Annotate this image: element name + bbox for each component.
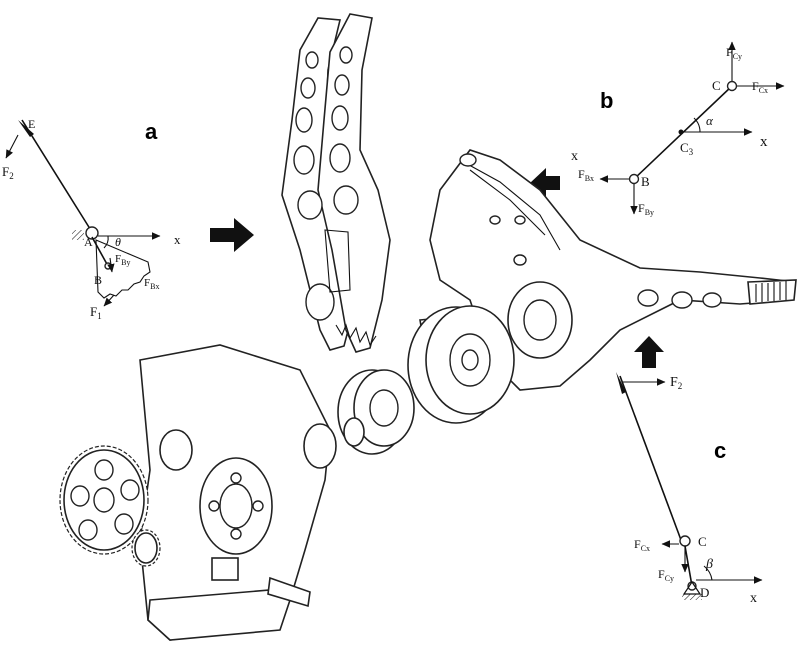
x-axis-label: x: [174, 232, 181, 247]
point-b-pin-b: [628, 173, 640, 185]
panel-c: c F2 C FCx FCy D x β: [616, 372, 763, 606]
x-axis-label-b: x: [760, 134, 768, 150]
finger-holes: [293, 46, 359, 321]
pedal-tip: [747, 279, 797, 305]
panel-a: a E F2 A x θ B FBy FBx F1: [2, 117, 181, 321]
force-f2-label: F2: [2, 164, 14, 181]
panel-a-letter: a: [145, 119, 158, 144]
force-fby-arrow: [107, 257, 115, 273]
link-c-d: [684, 545, 693, 587]
pedal-housing: [429, 149, 797, 391]
force-fby-label: FBy: [115, 253, 130, 267]
point-b-pin: [104, 262, 112, 270]
alpha-arc: [693, 117, 701, 133]
gear-sector: [95, 239, 151, 299]
point-e-label: E: [28, 117, 35, 131]
point-c-label-c: C: [698, 534, 707, 549]
finger-teeth: [335, 323, 377, 347]
force-fcx-label-c: FCx: [634, 537, 650, 553]
point-d-label: D: [700, 585, 709, 600]
arrow-left-icon: [530, 168, 560, 198]
point-c-pin-c: [679, 535, 691, 547]
ground-hatch: [72, 230, 84, 240]
beta-label: β: [705, 557, 713, 572]
alpha-label: α: [706, 113, 714, 128]
theta-arc: [103, 235, 109, 249]
point-c-label-b: C: [712, 78, 721, 93]
force-f1-arrow: [103, 294, 115, 307]
gripper-fingers: [281, 13, 391, 353]
force-fcy-label: FCy: [726, 45, 742, 61]
gear-housing: [59, 344, 337, 641]
force-fbx-label-b: FBx: [578, 167, 594, 183]
lever-line-c: [619, 375, 682, 541]
panel-b-letter: b: [600, 88, 613, 113]
pivot-a: [85, 226, 99, 240]
x-axis-label-left: x: [571, 149, 578, 164]
lever-tip-c: [616, 372, 626, 394]
beta-arc: [703, 565, 713, 581]
link-a-b: [91, 236, 109, 267]
force-f2-label-c: F2: [670, 375, 682, 391]
shaft-stub: [267, 576, 311, 608]
force-f1-label: F1: [90, 304, 102, 321]
lever-line: [21, 119, 93, 233]
ground-hatch-c: [682, 594, 702, 600]
lever-tip: [18, 120, 34, 137]
force-f2-arrow: [5, 134, 19, 159]
force-fby-label-b: FBy: [638, 201, 654, 217]
panel-c-letter: c: [714, 438, 726, 463]
force-fbx-label: FBx: [144, 277, 159, 291]
force-fcx-label: FCx: [752, 79, 768, 95]
theta-label: θ: [115, 235, 121, 249]
arrow-right-icon: [210, 218, 254, 252]
point-b-label-b: B: [641, 174, 650, 189]
point-a-label: A: [84, 235, 93, 249]
force-fcy-label-c: FCy: [658, 567, 674, 583]
point-c-pin: [726, 80, 738, 92]
arrow-up-icon: [634, 336, 664, 368]
point-c3-label: C3: [680, 140, 694, 157]
x-axis-label-c: x: [750, 591, 757, 606]
panel-b: b FCy C FCx x α C3 x FBx B FBy: [571, 41, 785, 217]
center-discs: [337, 305, 515, 455]
